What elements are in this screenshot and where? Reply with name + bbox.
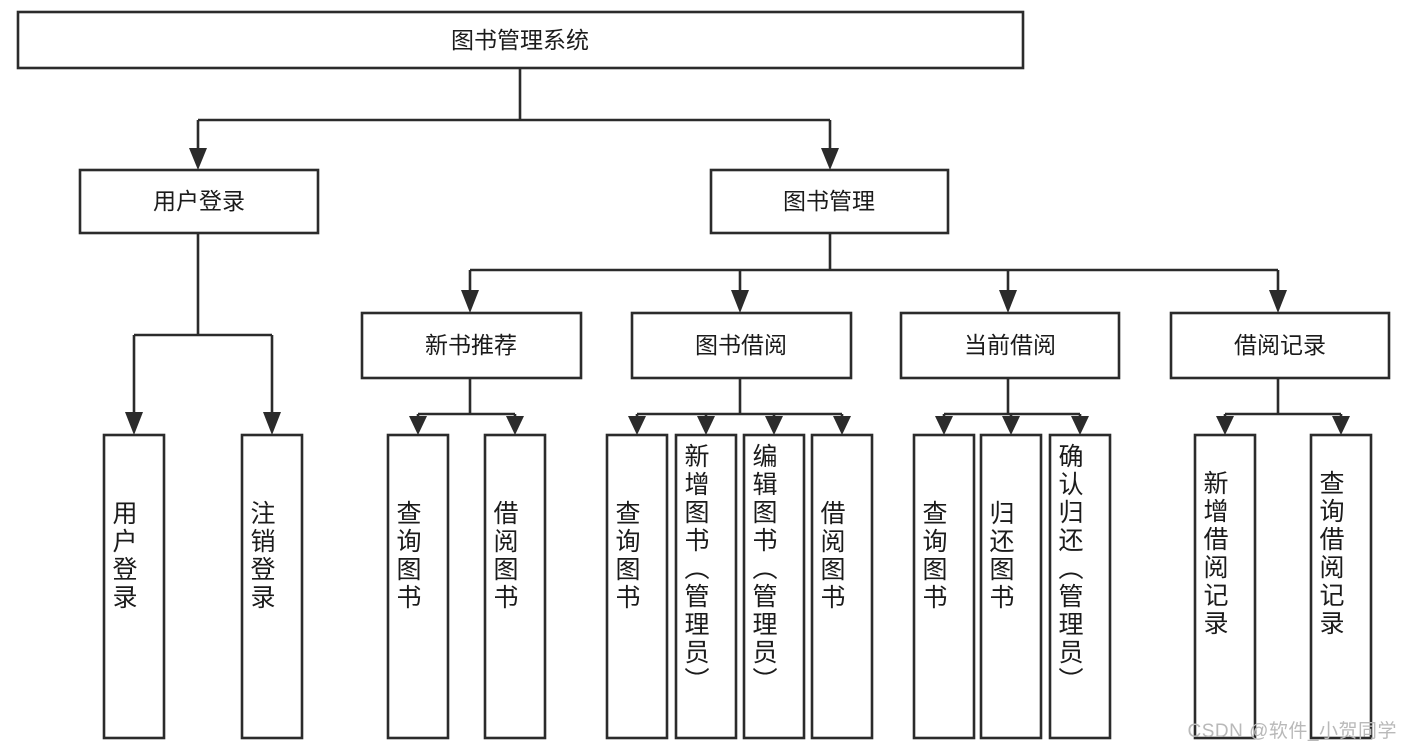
arrow-leaf-user-login — [125, 412, 143, 435]
leaf-box-return-book[interactable] — [979, 433, 1043, 740]
node-borrow-record-box[interactable] — [1169, 311, 1391, 380]
leaf-box-query-book-2[interactable] — [605, 433, 669, 740]
leaf-box-user-login[interactable] — [102, 433, 166, 740]
leaf-box-borrow-book-1[interactable] — [483, 433, 547, 740]
csdn-watermark: CSDN @软件_小贺同学 — [1187, 721, 1397, 742]
leaf-box-query-book-1[interactable] — [386, 433, 450, 740]
node-user-login-label: 用户登录 — [153, 188, 245, 214]
arrow-to-user-login — [189, 148, 207, 170]
arrow-to-book-manage — [821, 148, 839, 170]
leaf-box-edit-book[interactable] — [742, 433, 806, 740]
arrow-leaf-add-book — [697, 416, 715, 435]
leaf-box-logout-login[interactable] — [240, 433, 304, 740]
node-book-manage-box[interactable] — [709, 168, 950, 235]
arrow-leaf-confirm-return — [1071, 416, 1089, 435]
arrow-to-new-book-recommend — [461, 290, 479, 313]
node-current-borrow[interactable]: 当前借阅 — [899, 311, 1121, 380]
node-borrow-record-label: 借阅记录 — [1234, 332, 1326, 358]
leaf-box-add-book[interactable] — [674, 433, 738, 740]
arrow-leaf-query-book-3 — [935, 416, 953, 435]
leaf-box-borrow-book-2[interactable] — [810, 433, 874, 740]
node-book-borrow-label: 图书借阅 — [695, 332, 787, 358]
node-borrow-record[interactable]: 借阅记录 — [1169, 311, 1391, 380]
arrow-to-book-borrow — [731, 290, 749, 313]
arrow-leaf-query-book-2 — [628, 416, 646, 435]
leaf-box-add-record[interactable] — [1193, 433, 1257, 740]
connector-group — [125, 68, 1350, 435]
node-user-login-box[interactable] — [78, 168, 320, 235]
node-new-book-recommend-label: 新书推荐 — [425, 332, 517, 358]
leaf-box-confirm-return[interactable] — [1048, 433, 1112, 740]
node-new-book-recommend[interactable]: 新书推荐 — [360, 311, 583, 380]
node-new-book-recommend-box[interactable] — [360, 311, 583, 380]
arrow-leaf-query-record — [1332, 416, 1350, 435]
node-book-manage[interactable]: 图书管理 — [709, 168, 950, 235]
node-user-login[interactable]: 用户登录 — [78, 168, 320, 235]
arrow-leaf-logout-login — [263, 412, 281, 435]
arrow-leaf-return-book — [1002, 416, 1020, 435]
node-root-label: 图书管理系统 — [451, 27, 589, 53]
node-book-manage-label: 图书管理 — [783, 188, 875, 214]
arrow-leaf-edit-book — [765, 416, 783, 435]
node-root[interactable]: 图书管理系统 — [16, 10, 1025, 70]
arrow-to-current-borrow — [999, 290, 1017, 313]
leaf-box-query-record[interactable] — [1309, 433, 1373, 740]
node-book-borrow[interactable]: 图书借阅 — [630, 311, 853, 380]
leaf-box-query-book-3[interactable] — [912, 433, 976, 740]
node-root-box[interactable] — [16, 10, 1025, 70]
arrow-leaf-add-record — [1216, 416, 1234, 435]
leaf-boxes-group — [102, 433, 1373, 740]
arrow-leaf-borrow-book-2 — [833, 416, 851, 435]
node-book-borrow-box[interactable] — [630, 311, 853, 380]
arrow-leaf-borrow-book-1 — [506, 416, 524, 435]
arrow-to-borrow-record — [1269, 290, 1287, 313]
arrow-leaf-query-book-1 — [409, 416, 427, 435]
node-current-borrow-box[interactable] — [899, 311, 1121, 380]
node-current-borrow-label: 当前借阅 — [964, 332, 1056, 358]
